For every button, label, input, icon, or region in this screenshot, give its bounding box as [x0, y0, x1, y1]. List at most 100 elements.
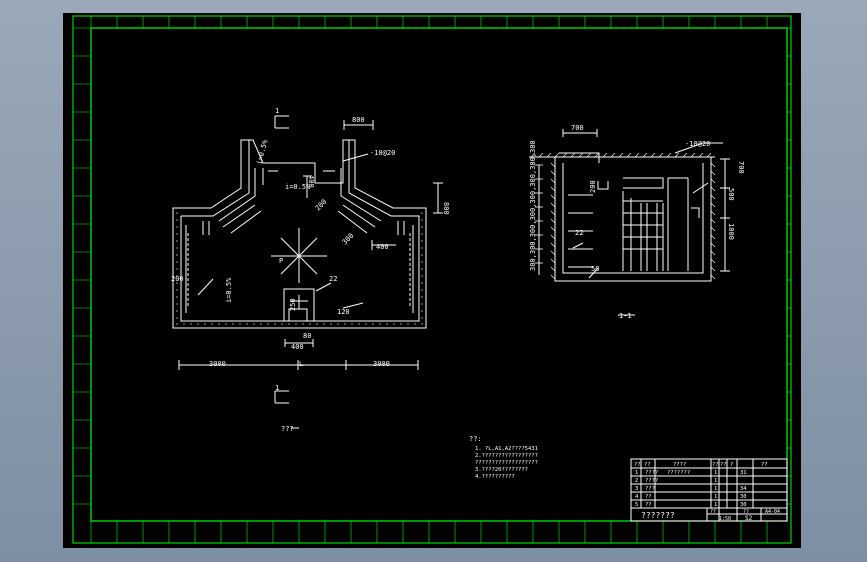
- concrete-hatch-dot: [323, 323, 325, 325]
- notes-title: ??:: [469, 435, 482, 443]
- tb-cell: 30: [740, 494, 747, 500]
- frame-tick: [710, 242, 716, 248]
- concrete-hatch-dot: [288, 323, 290, 325]
- frame-tick: [610, 152, 616, 158]
- concrete-hatch-dot: [260, 323, 262, 325]
- tb-cell: 1: [714, 494, 717, 500]
- dim-120: 120: [337, 308, 350, 316]
- concrete-hatch-dot: [232, 323, 234, 325]
- slope-label-3: i=0.5%: [225, 277, 233, 303]
- dim-200-b: 200: [314, 198, 329, 213]
- concrete-hatch-dot: [421, 317, 423, 319]
- frame-tick: [550, 186, 556, 192]
- concrete-hatch-dot: [421, 303, 423, 305]
- tb-header: ??: [712, 462, 719, 468]
- concrete-hatch-dot: [176, 212, 178, 214]
- concrete-hatch-dot: [421, 226, 423, 228]
- frame-tick: [650, 152, 656, 158]
- tb-header: ??: [761, 462, 768, 468]
- concrete-hatch-dot: [211, 323, 213, 325]
- plan-symbol-p: P: [279, 257, 283, 265]
- frame-tick: [550, 194, 556, 200]
- concrete-hatch-dot: [372, 323, 374, 325]
- section-label-22: 22: [575, 229, 583, 237]
- frame-tick: [550, 218, 556, 224]
- title-block: ?? ?? ???? ?? ?? ? ?? 1 ???? ??????? 1 3…: [630, 458, 788, 522]
- tb-cell: 1: [714, 502, 717, 508]
- concrete-hatch-dot: [183, 323, 185, 325]
- slope-label-1: i=0.5%: [255, 138, 269, 165]
- plan-rebar-label: -10@20: [370, 149, 395, 157]
- frame-tick: [538, 152, 544, 158]
- tb-cell: ????: [645, 470, 658, 476]
- section-right-dim-3: 1000: [727, 223, 735, 240]
- frame-tick: [634, 152, 640, 158]
- concrete-hatch-dot: [267, 323, 269, 325]
- concrete-hatch-dot: [330, 323, 332, 325]
- frame-tick: [666, 152, 672, 158]
- concrete-hatch-dot: [386, 323, 388, 325]
- concrete-hatch-dot: [253, 323, 255, 325]
- dim-right: 3000: [373, 360, 390, 368]
- note-line: 3.????20????????: [475, 467, 528, 473]
- frame-tick: [554, 152, 560, 158]
- dim-top-width: 800: [352, 116, 365, 124]
- tb-cell: 2: [635, 478, 638, 484]
- frame-tick: [550, 266, 556, 272]
- tb-header: ????: [673, 462, 686, 468]
- frame-tick: [674, 152, 680, 158]
- frame-tick: [550, 234, 556, 240]
- frame-tick: [550, 226, 556, 232]
- concrete-hatch-dot: [176, 289, 178, 291]
- slope-label-2: i=0.5%: [285, 183, 311, 191]
- tb-cell: 1: [714, 486, 717, 492]
- concrete-hatch-dot: [295, 323, 297, 325]
- concrete-hatch-dot: [176, 226, 178, 228]
- frame-tick: [530, 152, 536, 158]
- concrete-hatch-dot: [407, 323, 409, 325]
- frame-tick: [550, 242, 556, 248]
- tb-header: ??: [634, 462, 641, 468]
- concrete-hatch-dot: [379, 323, 381, 325]
- concrete-hatch-dot: [421, 254, 423, 256]
- dim-right-height: 800: [442, 202, 450, 215]
- tb-cell: ??: [645, 494, 652, 500]
- frame-tick: [550, 162, 556, 168]
- dim-400-c: 400: [291, 343, 304, 351]
- cad-viewport[interactable]: 1 1 800 800 i=0.5% i=0.5% i=0.5% -10@20 …: [63, 13, 801, 548]
- section-label-50: 50: [591, 265, 599, 273]
- concrete-hatch-dot: [176, 254, 178, 256]
- concrete-hatch-dot: [421, 212, 423, 214]
- frame-tick: [710, 274, 716, 280]
- concrete-hatch-dot: [274, 323, 276, 325]
- frame-tick: [710, 170, 716, 176]
- plan-caption: ???: [281, 425, 294, 433]
- frame-tick: [710, 266, 716, 272]
- note-line: ???????????????????: [475, 460, 538, 466]
- frame-tick: [570, 152, 576, 158]
- concrete-hatch-dot: [421, 261, 423, 263]
- tb-cell: 5: [635, 502, 638, 508]
- tb-drawing-name: ???????: [641, 511, 675, 520]
- concrete-hatch-dot: [225, 323, 227, 325]
- frame-tick: [550, 274, 556, 280]
- dim-80: 80: [303, 332, 311, 340]
- section-mark-bottom: 1: [275, 384, 279, 392]
- dim-middle: L: [299, 360, 303, 368]
- concrete-hatch-dot: [204, 323, 206, 325]
- frame-tick: [550, 170, 556, 176]
- concrete-hatch-dot: [421, 323, 423, 325]
- dim-200-a: 200: [171, 275, 184, 283]
- frame-tick: [710, 202, 716, 208]
- frame-tick: [710, 218, 716, 224]
- plan-label-22: 22: [329, 275, 337, 283]
- frame-tick: [710, 178, 716, 184]
- frame-tick: [710, 234, 716, 240]
- drawing-frame: [72, 15, 792, 544]
- frame-tick: [546, 152, 552, 158]
- concrete-hatch-dot: [421, 233, 423, 235]
- concrete-hatch-dot: [218, 323, 220, 325]
- frame-tick: [658, 152, 664, 158]
- concrete-hatch-dot: [316, 323, 318, 325]
- tb-cell: 1: [635, 470, 638, 476]
